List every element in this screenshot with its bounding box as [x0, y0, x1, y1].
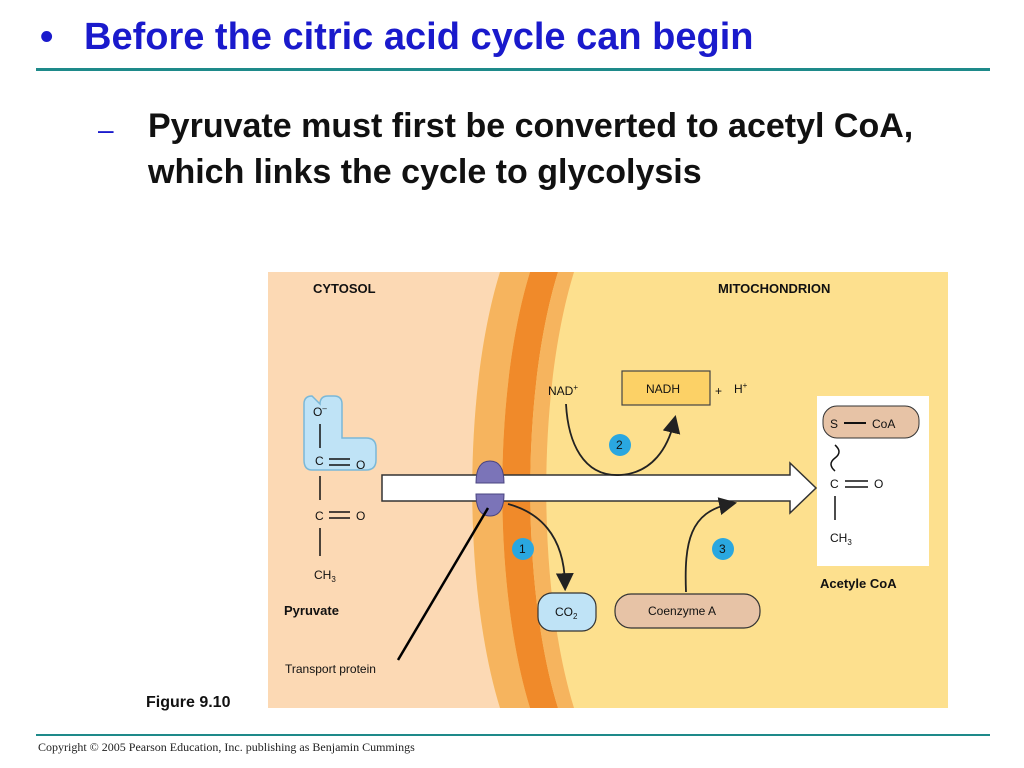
nad-plus-label: NAD+ — [548, 383, 578, 398]
step-1-number: 1 — [519, 542, 526, 556]
acetyl-s: S — [830, 417, 838, 431]
step-3-number: 3 — [719, 542, 726, 556]
copyright-notice: Copyright © 2005 Pearson Education, Inc.… — [38, 740, 415, 754]
transport-protein-top — [475, 460, 505, 484]
coenzyme-a-box — [614, 593, 761, 629]
co2-box — [537, 592, 597, 632]
pyruvate-conversion-figure: CYTOSOL MITOCHONDRION O– C O C O CH3 Pyr… — [268, 272, 948, 708]
transport-protein-label: Transport protein — [285, 662, 376, 676]
figure-svg: CYTOSOL MITOCHONDRION O– C O C O CH3 Pyr… — [268, 272, 948, 708]
nadh-label: NADH — [646, 382, 680, 396]
squiggle-bond — [830, 444, 840, 472]
step1-reaction-arrow — [507, 503, 574, 592]
pyruvate-carboxyl-highlight — [303, 395, 377, 471]
coenzyme-a-label: Coenzyme A — [648, 604, 716, 618]
cytosol-label: CYTOSOL — [313, 281, 376, 296]
step-2-number: 2 — [616, 438, 623, 452]
slide-title: • Before the citric acid cycle can begin — [40, 16, 753, 59]
step3-reaction-arrow — [684, 497, 738, 593]
plus-sign: + — [715, 384, 722, 398]
figure-caption: Figure 9.10 — [146, 694, 231, 711]
bullet-icon: • — [40, 16, 54, 58]
acetyl-o: O — [874, 477, 883, 491]
pyruvate-ch3: CH3 — [314, 568, 336, 584]
bottom-divider — [36, 734, 990, 736]
pyruvate-o2: O — [356, 509, 365, 523]
pyruvate-c1: C — [315, 454, 324, 468]
co2-label: CO2 — [555, 605, 578, 621]
mitochondrion-label: MITOCHONDRION — [718, 281, 830, 296]
acetyl-coa-label: Acetyle CoA — [820, 576, 897, 591]
sub-bullet-dash: – — [98, 114, 114, 145]
acetyl-c: C — [830, 477, 839, 491]
sub-bullet-text: Pyruvate must first be converted to acet… — [148, 107, 914, 191]
transport-protein-bottom — [475, 493, 505, 517]
pyruvate-label: Pyruvate — [284, 603, 339, 618]
step2-reaction-arrow — [565, 403, 681, 476]
acetyl-ch3: CH3 — [830, 531, 852, 547]
step-3-circle — [712, 538, 734, 560]
step-1-circle — [512, 538, 534, 560]
acetyl-coa-text: CoA — [872, 417, 895, 431]
step-2-circle — [609, 434, 631, 456]
coa-group-box — [822, 405, 920, 439]
transport-protein-pointer — [396, 507, 490, 661]
pyruvate-o-minus: O– — [313, 404, 327, 419]
pyruvate-o1: O — [356, 458, 365, 472]
h-plus-label: H+ — [734, 381, 748, 396]
pyruvate-c2: C — [315, 509, 324, 523]
nadh-box — [621, 370, 711, 406]
top-divider — [36, 68, 990, 71]
slide-title-text: Before the citric acid cycle can begin — [84, 16, 754, 58]
